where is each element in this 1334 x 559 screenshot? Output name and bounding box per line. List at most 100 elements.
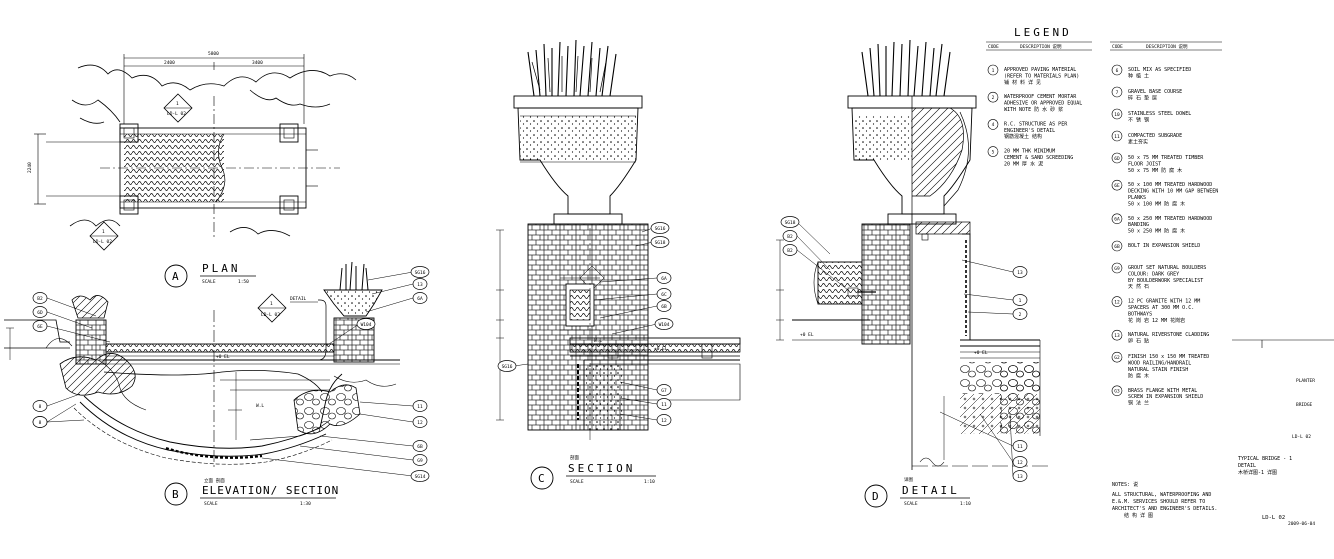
- callout-label: 6E: [37, 324, 43, 330]
- detail-leaders: [796, 221, 1014, 477]
- legend-description-line: BRASS FLANGE WITH METAL: [1128, 388, 1197, 394]
- callout-marker: 6B: [412, 440, 428, 452]
- callout-label: W104: [659, 322, 670, 328]
- callout-label: SG16: [415, 270, 426, 276]
- detail-scale-label: SCALE: [904, 501, 918, 507]
- callout-bubble: [780, 216, 800, 228]
- section-level-mark: +0 EL: [654, 346, 668, 352]
- elevation-view: 1 LD-L 02 DETAIL B26D6ESG16136AW10411126…: [4, 261, 430, 507]
- legend-code: 2: [992, 95, 995, 101]
- notes-line-2: E.&.M. SERVICES SHOULD REFER TO: [1112, 499, 1205, 505]
- callout-label: G7: [661, 388, 667, 394]
- legend-description-line: 素土夯实: [1128, 138, 1148, 145]
- notes-line-4: 结 构 详 图: [1124, 512, 1153, 519]
- legend-description-line: CEMENT & SAND SCREEDING: [1004, 155, 1073, 161]
- legend-code: G2: [1114, 355, 1120, 361]
- callout-bubble: [32, 306, 48, 318]
- legend-description-line: PLANKS: [1128, 195, 1146, 201]
- legend-description-line: ADHESIVE OR APPROVED EQUAL: [1004, 101, 1082, 107]
- elev-ref-num: 1: [270, 301, 273, 307]
- legend-description-line: 防 腐 木: [1128, 372, 1149, 379]
- leader-line: [796, 249, 849, 291]
- callout-bubble: [650, 236, 670, 248]
- callout-marker: 6E: [32, 320, 48, 332]
- leader-line: [359, 401, 414, 407]
- plan-dim-overall: 5800: [208, 51, 219, 57]
- legend-code-bubble: [987, 146, 999, 157]
- plan-scale: 1:50: [238, 279, 249, 285]
- elevation-title: ELEVATION/ SECTION: [202, 484, 339, 497]
- callout-label: 11: [661, 402, 667, 408]
- legend-description-line: BY BOULDERWORK SPECIALIST: [1128, 278, 1203, 284]
- legend-code-bubble: [987, 91, 999, 103]
- legend-description-line: COMPACTED SUBGRADE: [1128, 133, 1182, 139]
- legend-code: 13: [1114, 333, 1120, 339]
- plan-bridge: [46, 96, 340, 240]
- legend-code-bubble: [1111, 329, 1123, 341]
- plan-section-ref-top: 1 LD-L 02: [163, 93, 193, 123]
- title-drawing-title-3: 木桥详图-1 详图: [1238, 469, 1277, 476]
- legend-description-line: 钢筋混凝土 结构: [1004, 133, 1042, 140]
- callout-marker: 8: [32, 416, 48, 428]
- callout-marker: W104: [356, 318, 376, 330]
- callout-marker: SG16: [650, 222, 670, 234]
- plan-ref-bottom-sheet: LD-L 02: [93, 239, 112, 245]
- legend-description-line: GROUT SET NATURAL BOULDERS: [1128, 265, 1206, 271]
- callout-bubble: [32, 416, 48, 428]
- leader-line: [619, 397, 658, 405]
- callout-marker: G9: [412, 454, 428, 466]
- callout-bubble: [1012, 456, 1028, 468]
- callout-label: SG18: [785, 220, 796, 226]
- callout-bubble: [650, 222, 670, 234]
- callout-label: 6A: [661, 276, 667, 282]
- leader-line: [371, 283, 414, 295]
- leader-line: [299, 445, 414, 461]
- legend-description-line: BOLT IN EXPANSION SHIELD: [1128, 243, 1200, 249]
- callout-marker: G7: [656, 384, 672, 396]
- notes-line-3: ARCHITECT'S AND ENGINEER'S DETAILS.: [1112, 506, 1217, 512]
- section-title-block: C 剖面 SECTION SCALE 1:10: [530, 454, 656, 490]
- leader-line: [979, 413, 1014, 463]
- legend-code-bubble: [1111, 213, 1123, 225]
- legend-description-line: 铜 法 兰: [1128, 400, 1149, 407]
- elevation-scale-label: SCALE: [204, 501, 218, 507]
- legend-code: 6B: [1114, 244, 1120, 250]
- legend-left-desc-header: DESCRIPTION 说明: [1020, 43, 1062, 50]
- plan-dim-left: 2400: [164, 60, 175, 66]
- legend-code: 7: [1116, 90, 1119, 96]
- legend-description-line: NATURAL STAIN FINISH: [1128, 367, 1188, 373]
- legend-description-line: WITH NOTE 防 水 砂 浆: [1004, 106, 1063, 113]
- legend-code: 6: [1116, 68, 1119, 74]
- callout-bubble: [782, 230, 798, 242]
- legend-code: 6E: [1114, 183, 1120, 189]
- callout-bubble: [412, 416, 428, 428]
- legend-left-code-header: CODE: [988, 44, 999, 50]
- legend-code: 4: [992, 122, 995, 128]
- leader-line: [599, 277, 658, 283]
- legend-description-line: 碎 石 垫 层: [1128, 94, 1157, 101]
- section-leaders: [513, 227, 658, 421]
- leader-line: [261, 457, 414, 477]
- callout-label: B2: [787, 234, 793, 240]
- callout-marker: SG16: [497, 360, 517, 372]
- legend-description-line: 花 岗 岩 12 MM 花岗岩: [1128, 317, 1185, 324]
- callout-marker: 12: [656, 414, 672, 426]
- plan-ref-top-num: 1: [176, 101, 179, 107]
- callout-bubble: [412, 440, 428, 452]
- legend-code: 11: [1114, 134, 1120, 140]
- section-drawing: [496, 39, 741, 440]
- title-sheet-number: LD-L 02: [1262, 515, 1285, 521]
- legend-description-line: 天 然 石: [1128, 283, 1149, 290]
- legend-description-line: (REFER TO MATERIALS PLAN): [1004, 73, 1079, 79]
- elev-wl-label: W.L: [256, 403, 264, 409]
- legend-description-line: COLOUR: DARK GREY: [1128, 271, 1179, 277]
- plan-terrain: [69, 64, 357, 237]
- legend-description-line: 50 x 100 MM TREATED HARDWOOD: [1128, 182, 1212, 188]
- legend-code-bubble: [1111, 179, 1123, 191]
- callout-label: G9: [417, 458, 423, 464]
- legend-row: 6B BOLT IN EXPANSION SHIELD: [1111, 240, 1200, 252]
